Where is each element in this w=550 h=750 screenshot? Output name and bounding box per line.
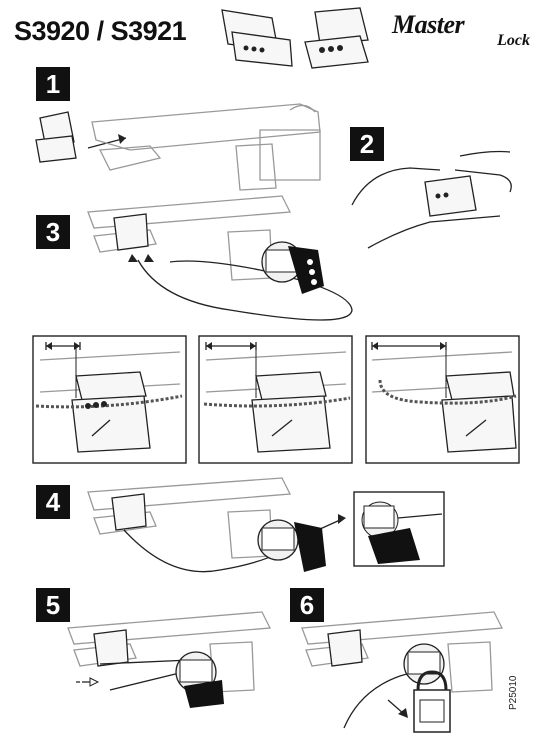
step-6-badge: 6 [290, 588, 324, 622]
step-2-badge: 2 [350, 127, 384, 161]
lockout-device-open-icon [221, 9, 293, 67]
detail-2-content [203, 342, 351, 453]
step-5-device [93, 629, 129, 667]
brand-logo: Master Lock [392, 10, 532, 54]
step-3-badge: 3 [36, 215, 70, 249]
step-6-cable-lock [403, 643, 445, 685]
step-2-device [424, 175, 477, 217]
document-code: P25010 [508, 675, 519, 710]
detail-frame-1 [32, 335, 187, 464]
step-1-device-icon [35, 111, 77, 163]
detail-frame-3 [365, 335, 520, 464]
step-5-badge: 5 [36, 588, 70, 622]
step-4-cable-lock [257, 519, 326, 572]
step-3-cable-lock [261, 241, 324, 294]
model-title: S3920 / S3921 [14, 16, 187, 46]
step-2-hands [351, 150, 512, 249]
step-4-device [111, 493, 147, 531]
step-6-cable [343, 669, 421, 729]
lockout-device-closed-icon [304, 7, 369, 69]
brand-logo-master: Master [392, 10, 465, 39]
step-3-cable [137, 259, 353, 321]
detail-1-content [35, 342, 183, 453]
step-5-cable-lock [175, 651, 224, 708]
step-1-badge: 1 [36, 67, 70, 101]
step-6-device [327, 629, 363, 667]
step-1-breaker [91, 103, 321, 191]
detail-frame-2 [198, 335, 353, 464]
step-4-detail-frame [353, 491, 445, 567]
step-6-padlock [413, 670, 451, 733]
step-4-detail-content [361, 501, 443, 564]
detail-3-content [371, 342, 517, 453]
step-3-device [113, 213, 149, 251]
brand-logo-lock: Lock [497, 32, 530, 49]
step-4-badge: 4 [36, 485, 70, 519]
